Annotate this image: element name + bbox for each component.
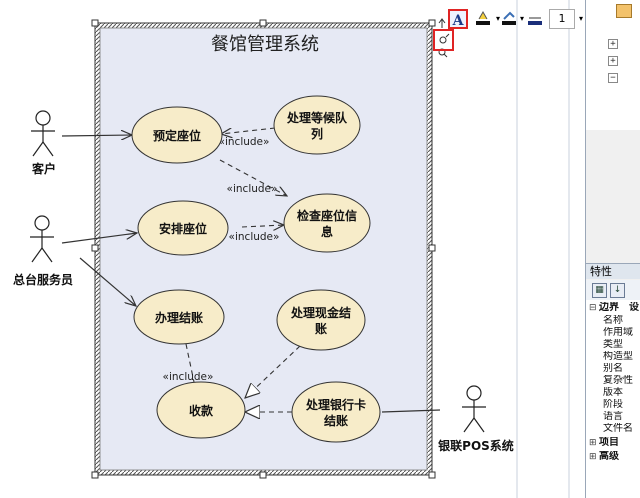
property-row[interactable]: 构造型 <box>603 351 633 362</box>
dropdown-arrow-icon[interactable]: ▾ <box>578 14 583 23</box>
collapse-icon[interactable]: ⊟ <box>589 303 597 313</box>
line-width-select[interactable]: 1 <box>549 9 575 29</box>
assoc-desk-arrange <box>61 233 137 244</box>
property-row[interactable]: 文件名 <box>603 423 633 434</box>
usecase-label: 预定座位 <box>153 128 201 143</box>
usecase-label: 结账 <box>324 413 348 428</box>
property-row[interactable]: 类型 <box>603 339 623 350</box>
actor-label-customer: 客户 <box>31 161 56 176</box>
usecase-collect-payment[interactable]: 收款 <box>156 381 246 439</box>
usecase-card[interactable]: 处理银行卡 结账 <box>291 381 381 443</box>
usecase-label: 账 <box>315 322 327 336</box>
property-row[interactable]: 阶段 <box>603 399 623 410</box>
include-label: «include» <box>227 183 278 195</box>
usecase-label: 检查座位信 <box>297 208 357 223</box>
usecase-label: 收款 <box>189 403 214 418</box>
selected-tool-highlight <box>433 29 454 51</box>
tree-collapse-button[interactable]: − <box>608 73 618 83</box>
folder-icon <box>616 4 632 18</box>
property-row[interactable]: 别名 <box>603 363 623 374</box>
use-case-diagram: 餐馆管理系统 «include» «include» «include» «in… <box>13 0 570 498</box>
right-panel: + + − 特性 ▦ ↓ ⊟ 边界 设 名称 作用域 类型 构造型 别名 复杂性… <box>585 0 640 498</box>
project-tree: + + − <box>586 0 640 130</box>
include-label: «include» <box>163 371 214 383</box>
usecase-label: 安排座位 <box>159 221 207 236</box>
assoc-customer-reserve <box>61 135 132 136</box>
usecase-label: 列 <box>311 126 323 141</box>
actor-front-desk[interactable] <box>30 215 54 263</box>
actor-label-front-desk: 总台服务员 <box>13 272 73 287</box>
tree-expand-button[interactable]: + <box>608 56 618 66</box>
property-row[interactable]: 作用域 <box>603 327 633 338</box>
include-waitlist <box>221 127 276 134</box>
sort-icon[interactable]: ↓ <box>610 283 625 298</box>
usecase-label: 处理等候队 <box>286 110 348 125</box>
line-color-icon[interactable] <box>500 9 518 29</box>
system-title: 餐馆管理系统 <box>211 34 319 55</box>
properties-toolbar: ▦ ↓ <box>586 280 640 300</box>
property-category[interactable]: ⊞ 项目 <box>589 437 619 448</box>
dropdown-arrow-icon[interactable]: ▾ <box>495 14 500 23</box>
property-row[interactable]: 语言 <box>603 411 623 422</box>
actor-customer[interactable] <box>31 110 55 157</box>
usecase-checkout[interactable]: 办理结账 <box>133 289 225 345</box>
include-checkout-collect <box>185 343 195 383</box>
include-label: «include» <box>219 136 270 148</box>
usecase-label: 息 <box>321 224 333 239</box>
include-arrange-check <box>241 225 284 227</box>
diagram-canvas[interactable]: 餐馆管理系统 «include» «include» «include» «in… <box>0 0 624 498</box>
usecase-label: 处理银行卡 <box>305 397 366 412</box>
usecase-waitlist[interactable]: 处理等候队 列 <box>273 95 361 155</box>
dropdown-arrow-icon[interactable]: ▾ <box>519 14 524 23</box>
usecase-label: 处理现金结 <box>290 305 351 320</box>
property-category[interactable]: ⊞ 高级 <box>589 451 619 462</box>
actor-label-unionpay-pos: 银联POS系统 <box>438 438 514 453</box>
line-style-icon[interactable] <box>526 9 544 29</box>
properties-header: 特性 <box>586 263 640 279</box>
system-boundary[interactable] <box>91 19 436 479</box>
tree-expand-button[interactable]: + <box>608 39 618 49</box>
categorized-view-icon[interactable]: ▦ <box>592 283 607 298</box>
expand-icon[interactable]: ⊞ <box>589 452 597 462</box>
text-format-button[interactable]: A <box>448 9 468 29</box>
actor-unionpay-pos[interactable] <box>462 385 486 433</box>
usecase-reserve-seat[interactable]: 预定座位 <box>131 106 223 164</box>
usecase-label: 办理结账 <box>155 310 203 325</box>
include-label: «include» <box>229 231 280 243</box>
link-tool-icon[interactable] <box>438 18 450 58</box>
generalize-cash <box>245 345 301 398</box>
usecase-cash[interactable]: 处理现金结 账 <box>276 289 366 351</box>
assoc-pos-card <box>381 409 441 413</box>
expand-icon[interactable]: ⊞ <box>589 438 597 448</box>
include-reserve-check <box>219 159 287 196</box>
property-row[interactable]: 名称 <box>603 315 623 326</box>
property-row[interactable]: 复杂性 <box>603 375 633 386</box>
assoc-desk-checkout <box>79 257 136 306</box>
fill-color-icon[interactable] <box>474 9 492 29</box>
usecase-check-seat[interactable]: 检查座位信 息 <box>283 193 371 253</box>
property-row[interactable]: 版本 <box>603 387 623 398</box>
properties-list: ⊟ 边界 设 名称 作用域 类型 构造型 别名 复杂性 版本 阶段 语言 文件名… <box>586 300 640 498</box>
usecase-arrange-seat[interactable]: 安排座位 <box>137 200 229 256</box>
property-category[interactable]: ⊟ 边界 设 <box>589 302 639 313</box>
